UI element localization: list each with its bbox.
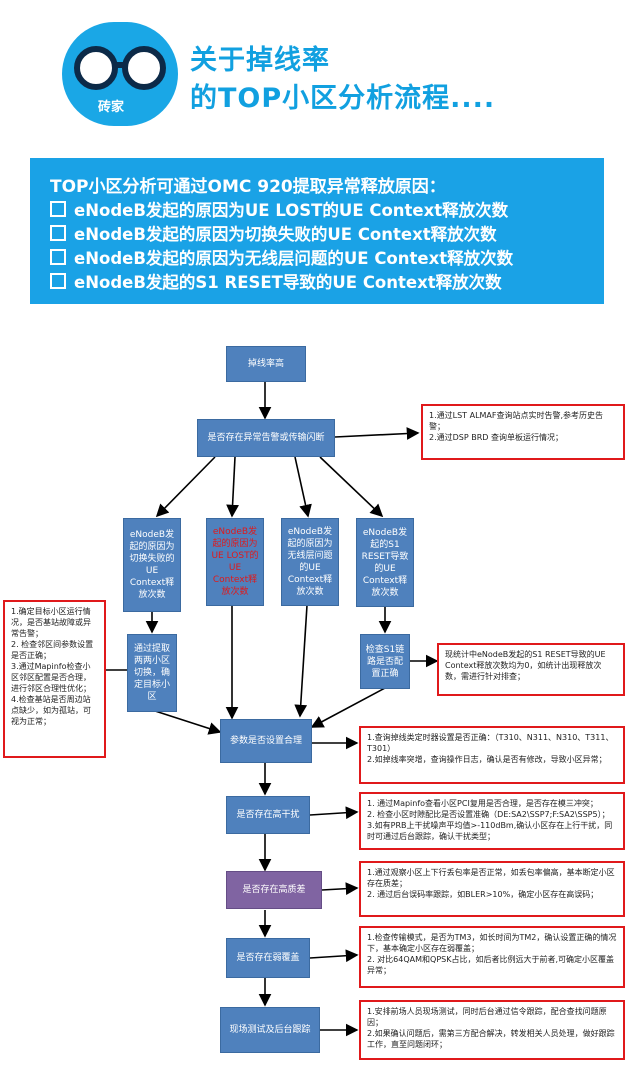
branch-radio-node: eNodeB发起的原因为无线层问题的UE Context释放次数	[281, 518, 339, 606]
s1-action-node: 检查S1链路是否配置正确	[360, 634, 410, 689]
interference-check-node: 是否存在高干扰	[226, 796, 310, 834]
glasses-icon	[74, 46, 166, 90]
interference-note: 1. 通过Mapinfo查看小区PCI复用是否合理，是否存在模三冲突；2. 检查…	[359, 792, 625, 850]
s1-note: 现统计中eNodeB发起的S1 RESET导致的UE Context释放次数均为…	[437, 643, 625, 696]
checkbox-icon	[50, 273, 66, 289]
branch-s1-node: eNodeB发起的S1 RESET导致的UE Context释放次数	[356, 518, 414, 607]
banner-item: eNodeB发起的原因为切换失败的UE Context释放次数	[50, 221, 497, 245]
checkbox-icon	[50, 249, 66, 265]
branch-handover-node: eNodeB发起的原因为切换失败的UE Context释放次数	[123, 518, 181, 612]
banner-title: TOP小区分析可通过OMC 920提取异常释放原因：	[50, 177, 446, 197]
quality-note: 1.通过观察小区上下行丢包率是否正常，如丢包率偏高，基本断定小区存在质差；2. …	[359, 861, 625, 917]
coverage-note: 1.检查传输模式，是否为TM3，如长时间为TM2，确认设置正确的情况下，基本确定…	[359, 926, 625, 988]
field-test-node: 现场测试及后台跟踪	[220, 1007, 320, 1053]
param-note: 1.查询掉线类定时器设置是否正确：（T310、N311、N310、T311、T3…	[359, 726, 625, 784]
summary-banner	[30, 158, 604, 304]
start-node: 掉线率高	[226, 346, 306, 382]
alarm-note: 1.通过LST ALMAF查询站点实时告警,参考历史告警；2.通过DSP BRD…	[421, 404, 625, 460]
field-note: 1.安排前场人员现场测试，同时后台通过信令跟踪，配合查找问题原因；2.如果确认问…	[359, 1000, 625, 1060]
checkbox-icon	[50, 225, 66, 241]
banner-item: eNodeB发起的S1 RESET导致的UE Context释放次数	[50, 269, 502, 293]
coverage-check-node: 是否存在弱覆盖	[226, 938, 310, 978]
handover-note: 1.确定目标小区运行情况，是否基站故障或异常告警；2. 检查邻区间参数设置是否正…	[3, 600, 106, 758]
banner-item: eNodeB发起的原因为无线层问题的UE Context释放次数	[50, 245, 513, 269]
banner-item: eNodeB发起的原因为UE LOST的UE Context释放次数	[50, 197, 508, 221]
handover-action-node: 通过提取两两小区切换，确定目标小区	[127, 634, 177, 712]
quality-check-node: 是否存在高质差	[226, 871, 322, 909]
headline-line2: 的TOP小区分析流程....	[190, 83, 496, 114]
checkbox-icon	[50, 201, 66, 217]
headline-line1: 关于掉线率	[190, 45, 330, 76]
branch-uelost-node: eNodeB发起的原因为UE LOST的UE Context释放次数	[206, 518, 264, 606]
logo-text: 砖家	[98, 100, 125, 115]
param-check-node: 参数是否设置合理	[220, 719, 312, 763]
alarm-check-node: 是否存在异常告警或传输闪断	[197, 419, 335, 457]
